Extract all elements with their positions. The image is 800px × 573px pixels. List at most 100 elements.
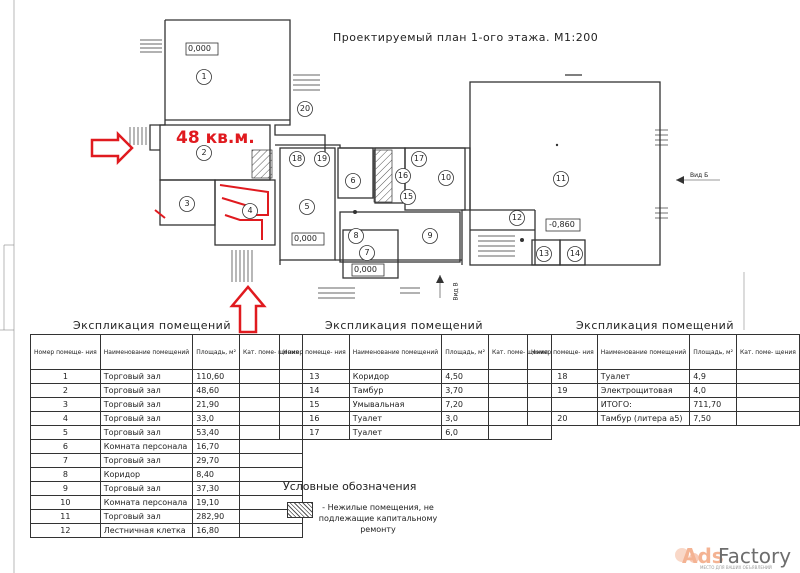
- level-mark: 0,000: [294, 234, 317, 243]
- watermark-suffix: Factory: [718, 544, 792, 568]
- room-marker: [536, 246, 552, 262]
- room-marker: [359, 245, 375, 261]
- room-number: 18: [291, 154, 303, 163]
- room-marker: [242, 203, 258, 219]
- room-number-cell: 11: [30, 509, 101, 524]
- room-name-cell: Коридор: [348, 369, 443, 384]
- area-callout: 48 кв.м.: [176, 128, 255, 148]
- room-name-cell: Электрощитовая: [596, 383, 691, 398]
- room-name-cell: Туалет: [348, 425, 443, 440]
- room-area-cell: 282,90: [192, 509, 240, 524]
- table-title-1: Экспликация помещений: [73, 319, 231, 332]
- room-number-cell: 4: [30, 411, 101, 426]
- room-name-cell: Торговый зал: [99, 411, 194, 426]
- room-number-cell: 8: [30, 467, 101, 482]
- room-number: 8: [353, 231, 359, 240]
- room-number-cell: 15: [279, 397, 350, 412]
- room-name-cell: Торговый зал: [99, 425, 194, 440]
- room-name-cell: Торговый зал: [99, 397, 194, 412]
- room-area-cell: 48,60: [192, 383, 240, 398]
- room-area-cell: 16,80: [192, 523, 240, 538]
- room-name-cell: Коридор: [99, 467, 194, 482]
- room-category-cell: [238, 439, 303, 454]
- room-area-cell: 7,20: [441, 397, 489, 412]
- room-number: 20: [299, 104, 311, 113]
- room-number: 17: [413, 154, 425, 163]
- legend-hatch-swatch: [287, 502, 313, 518]
- room-area-cell: 8,40: [192, 467, 240, 482]
- room-category-cell: [487, 425, 552, 440]
- level-mark: 0,000: [354, 265, 377, 274]
- room-number-cell: 2: [30, 383, 101, 398]
- room-marker: [196, 69, 212, 85]
- room-area-cell: 21,90: [192, 397, 240, 412]
- col-area: Площадь, м²: [441, 334, 489, 370]
- col-name: Наименование помещений: [596, 334, 691, 370]
- watermark-tagline: МЕСТО ДЛЯ ВАШИХ ОБЪЯВЛЕНИЙ: [700, 565, 772, 570]
- table-title-3: Экспликация помещений: [576, 319, 734, 332]
- col-num: Номер помеще- ния: [30, 334, 101, 370]
- level-mark: 0,000: [188, 44, 211, 53]
- room-area-cell: 4,0: [689, 383, 737, 398]
- room-area-cell: 4,50: [441, 369, 489, 384]
- room-number: 5: [304, 202, 310, 211]
- room-number: 14: [569, 249, 581, 258]
- col-area: Площадь, м²: [689, 334, 737, 370]
- col-cat: Кат. поме- щения: [735, 334, 800, 370]
- room-name-cell: Торговый зал: [99, 453, 194, 468]
- legend-text: - Нежилые помещения, не подлежащие капит…: [318, 503, 438, 534]
- room-marker: [179, 196, 195, 212]
- col-num: Номер помеще- ния: [527, 334, 598, 370]
- room-number: 7: [364, 248, 370, 257]
- room-number: 13: [538, 249, 550, 258]
- table-row: ИТОГО:711,70: [527, 397, 800, 412]
- room-marker: [314, 151, 330, 167]
- room-number-cell: 7: [30, 453, 101, 468]
- room-category-cell: [735, 411, 800, 426]
- room-name-cell: Комната персонала: [99, 439, 194, 454]
- room-category-cell: [735, 383, 800, 398]
- room-number-cell: 10: [30, 495, 101, 510]
- room-number: 4: [247, 206, 253, 215]
- room-name-cell: Туалет: [596, 369, 691, 384]
- room-number-cell: 1: [30, 369, 101, 384]
- room-area-cell: 29,70: [192, 453, 240, 468]
- room-number: 19: [316, 154, 328, 163]
- room-marker: [411, 151, 427, 167]
- room-name-cell: Умывальная: [348, 397, 443, 412]
- plan-title: Проектируемый план 1-ого этажа. М1:200: [333, 31, 599, 44]
- room-name-cell: Туалет: [348, 411, 443, 426]
- room-area-cell: 4,9: [689, 369, 737, 384]
- room-number-cell: 16: [279, 411, 350, 426]
- room-number-cell: 13: [279, 369, 350, 384]
- room-area-cell: 7,50: [689, 411, 737, 426]
- room-number: 2: [201, 148, 207, 157]
- room-number-cell: 17: [279, 425, 350, 440]
- room-name-cell: Торговый зал: [99, 369, 194, 384]
- col-area: Площадь, м²: [192, 334, 240, 370]
- view-label: Вид Б: [690, 172, 709, 179]
- explication-table-2: Номер помеще- ния Наименование помещений…: [279, 334, 552, 440]
- room-name-cell: Тамбур (литера а5): [596, 411, 691, 426]
- room-number: 10: [440, 173, 452, 182]
- room-number-cell: 19: [527, 383, 598, 398]
- col-name: Наименование помещений: [348, 334, 443, 370]
- room-marker: [438, 170, 454, 186]
- legend-title: Условные обозначения: [283, 480, 417, 493]
- room-category-cell: [735, 397, 800, 412]
- room-area-cell: 3,70: [441, 383, 489, 398]
- room-marker: [345, 173, 361, 189]
